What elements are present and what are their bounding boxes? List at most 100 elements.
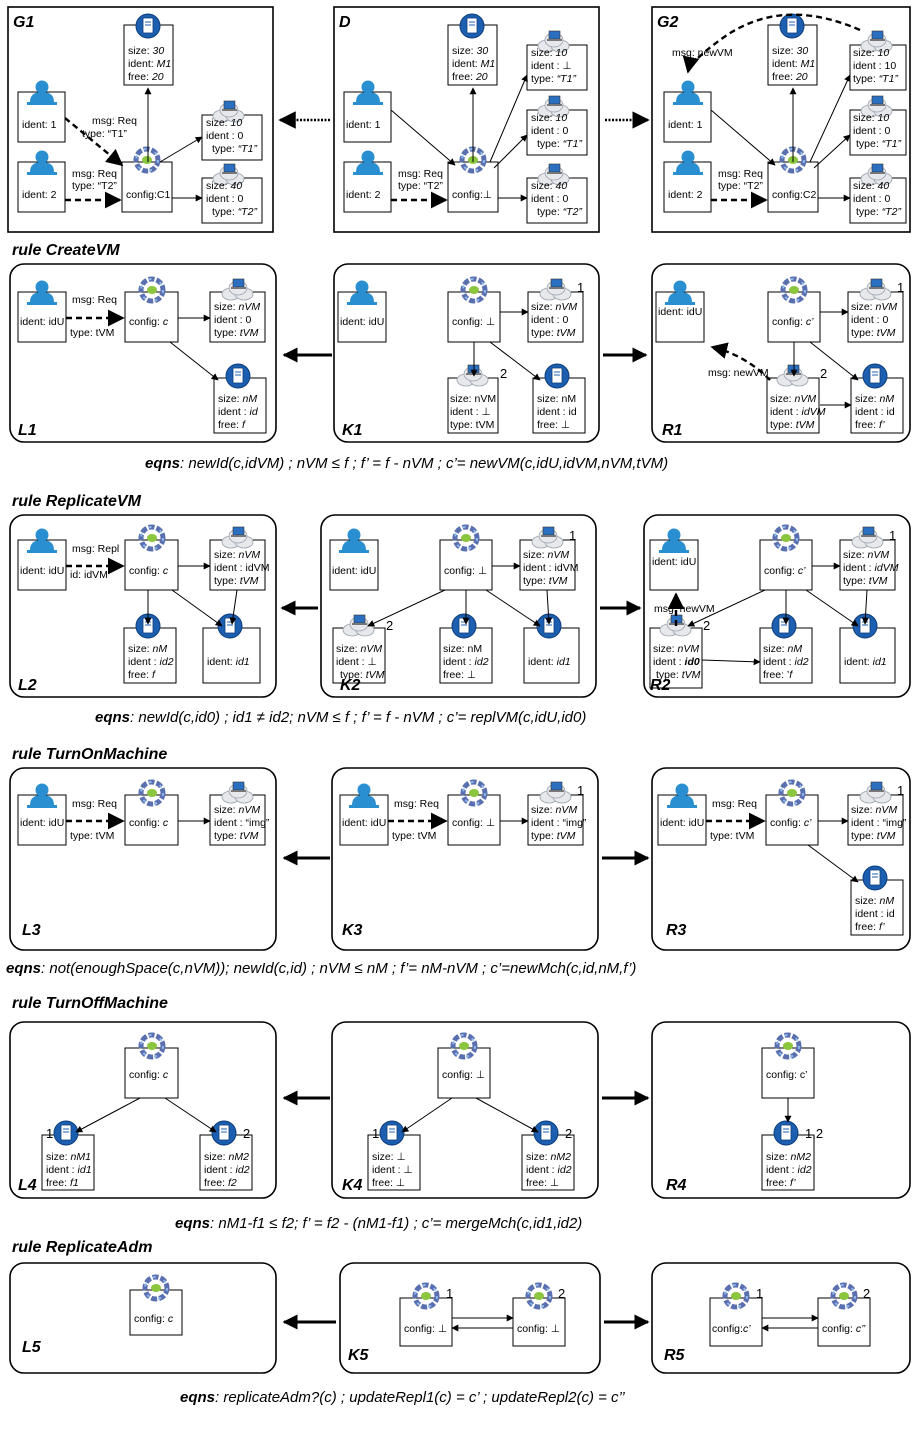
svg-text:1: 1 [577, 783, 584, 798]
svg-text:size: 10: size: 10 [853, 112, 889, 124]
svg-text:size: nVM: size: nVM [851, 804, 897, 816]
eqns-text: : not(enoughSpace(c,nVM)); newId(c,id) ;… [41, 960, 636, 977]
svg-text:2: 2 [565, 1126, 572, 1141]
panel-label-r5: R5 [664, 1347, 686, 1364]
svg-text:ident : id: ident : id [855, 406, 895, 418]
svg-text:free: 20: free: 20 [452, 71, 488, 83]
svg-text:free: ⊥: free: ⊥ [443, 669, 476, 681]
svg-text:config: c: config: c [134, 1313, 174, 1325]
svg-text:size: nM: size: nM [763, 643, 802, 655]
svg-text:free: f’: free: f’ [855, 921, 885, 933]
svg-text:ident : 0: ident : 0 [531, 314, 569, 326]
panel-label-l5: L5 [22, 1339, 42, 1356]
svg-text:ident : id2: ident : id2 [204, 1164, 250, 1176]
rule-eqns-replicatevm: eqns: newId(c,id0) ; id1 ≠ id2; nVM ≤ f … [95, 709, 586, 726]
svg-text:ident: idU: ident: idU [340, 316, 384, 328]
svg-text:type: tVM: type: tVM [770, 419, 815, 431]
svg-text:ident: idU: ident: idU [20, 316, 64, 328]
svg-text:size: 30: size: 30 [772, 45, 808, 57]
svg-text:type: tVM: type: tVM [851, 830, 896, 842]
svg-text:type: “T1”: type: “T1” [531, 73, 576, 85]
svg-text:2: 2 [558, 1286, 565, 1301]
svg-text:config: c: config: c [129, 565, 169, 577]
svg-text:free: 20: free: 20 [128, 71, 164, 83]
svg-text:size: nVM: size: nVM [851, 301, 897, 313]
eqns-keyword: eqns [6, 960, 41, 977]
svg-text:ident: idU: ident: idU [332, 565, 376, 577]
svg-text:size: nM: size: nM [128, 643, 167, 655]
svg-text:config:C1: config:C1 [126, 189, 171, 201]
rule-title-createvm: rule CreateVM [12, 242, 120, 259]
svg-text:ident: id1: ident: id1 [528, 656, 571, 668]
svg-text:type: “T2”: type: “T2” [398, 180, 443, 192]
panel-label-r4: R4 [666, 1177, 687, 1194]
svg-text:size: 10: size: 10 [531, 47, 567, 59]
svg-text:ident : id: ident : id [855, 908, 895, 920]
svg-text:msg: Req: msg: Req [92, 115, 137, 127]
eqns-keyword: eqns [180, 1389, 215, 1406]
svg-text:ident: M1: ident: M1 [772, 58, 815, 70]
panel-label-r3: R3 [666, 922, 687, 939]
svg-text:config: c: config: c [129, 817, 169, 829]
svg-text:size: ⊥: size: ⊥ [372, 1151, 406, 1163]
svg-text:ident: idU: ident: idU [20, 817, 64, 829]
svg-text:size: nVM: size: nVM [770, 393, 816, 405]
svg-text:2: 2 [863, 1286, 870, 1301]
svg-text:size: nM: size: nM [537, 393, 576, 405]
eqns-keyword: eqns [95, 709, 130, 726]
svg-text:type: “T2”: type: “T2” [537, 206, 582, 218]
svg-text:ident: M1: ident: M1 [452, 58, 495, 70]
svg-text:ident : idVM: ident : idVM [523, 562, 578, 574]
svg-text:size: 30: size: 30 [452, 45, 488, 57]
svg-text:ident: id1: ident: id1 [207, 656, 250, 668]
panel-label-k3: K3 [342, 922, 363, 939]
svg-text:config: ⊥: config: ⊥ [452, 316, 495, 328]
svg-text:size: nVM: size: nVM [214, 549, 260, 561]
svg-text:1,2: 1,2 [805, 1126, 823, 1141]
rule-title-replicateadm: rule ReplicateAdm [12, 1239, 152, 1256]
svg-text:config: ⊥: config: ⊥ [444, 565, 487, 577]
svg-text:config: ⊥: config: ⊥ [442, 1069, 485, 1081]
svg-text:free: ⊥: free: ⊥ [526, 1177, 559, 1189]
svg-text:type: tVM: type: tVM [70, 327, 114, 339]
svg-text:config: ⊥: config: ⊥ [404, 1323, 447, 1335]
svg-text:ident: 1: ident: 1 [22, 119, 57, 131]
svg-text:ident: idU: ident: idU [20, 565, 64, 577]
panel-label-k2: K2 [340, 677, 361, 694]
svg-text:type: tVM: type: tVM [531, 327, 576, 339]
rule-title-turnonmachine: rule TurnOnMachine [12, 746, 167, 763]
panel-label-l2: L2 [18, 677, 37, 694]
svg-text:ident : ⊥: ident : ⊥ [336, 656, 377, 668]
rule-eqns-turnoffmachine: eqns: nM1-f1 ≤ f2; f’ = f2 - (nM1-f1) ; … [175, 1215, 582, 1232]
svg-text:ident : ⊥: ident : ⊥ [450, 406, 491, 418]
eqns-text: : newId(c,id0) ; id1 ≠ id2; nVM ≤ f ; f’… [130, 709, 586, 726]
svg-text:ident: 1: ident: 1 [668, 119, 703, 131]
svg-text:free: f2: free: f2 [204, 1177, 237, 1189]
svg-text:msg: newVM: msg: newVM [708, 367, 769, 379]
svg-text:msg: newVM: msg: newVM [672, 47, 733, 59]
svg-text:config: c’’: config: c’’ [822, 1323, 866, 1335]
svg-text:size: nM: size: nM [443, 643, 482, 655]
svg-text:2: 2 [243, 1126, 250, 1141]
svg-text:ident: idU: ident: idU [652, 556, 696, 568]
svg-text:type: “T2”: type: “T2” [212, 206, 257, 218]
svg-text:msg: Req: msg: Req [718, 168, 763, 180]
svg-text:ident : 0: ident : 0 [531, 125, 569, 137]
svg-text:free: f: free: f [128, 669, 156, 681]
svg-text:type: “T1”: type: “T1” [212, 143, 257, 155]
svg-text:ident : idVM: ident : idVM [770, 406, 826, 418]
svg-text:config:C2: config:C2 [772, 189, 817, 201]
panel-label-g2: G2 [657, 14, 678, 31]
svg-text:type: tVM: type: tVM [214, 830, 259, 842]
svg-text:ident : idVM: ident : idVM [843, 562, 899, 574]
svg-text:msg: newVM: msg: newVM [654, 603, 715, 615]
svg-text:config: c’: config: c’ [772, 316, 814, 328]
panel-label-g1: G1 [13, 14, 34, 31]
svg-text:size: nM1: size: nM1 [46, 1151, 91, 1163]
svg-text:ident : id2: ident : id2 [766, 1164, 812, 1176]
svg-text:2: 2 [386, 618, 393, 633]
svg-text:ident: idU: ident: idU [658, 306, 702, 318]
panel-label-l3: L3 [22, 922, 41, 939]
svg-text:size: nM: size: nM [218, 393, 257, 405]
